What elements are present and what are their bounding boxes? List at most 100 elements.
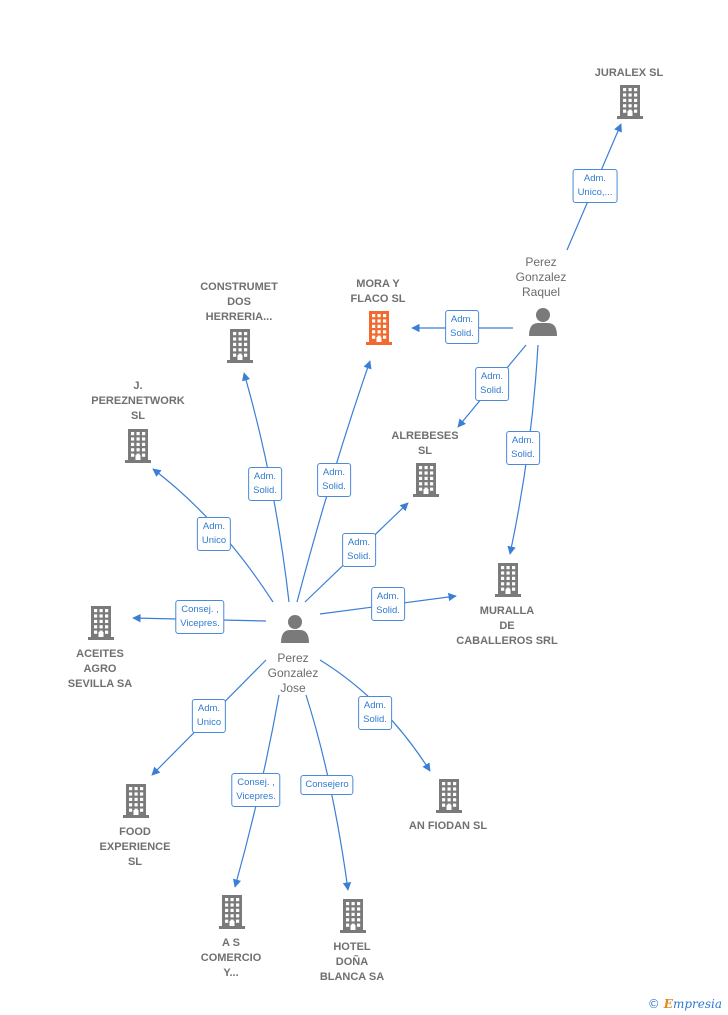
node-label-line: Gonzalez [267,666,319,680]
edge-label-line: Adm. [253,471,277,482]
edge-label-line: Adm. [376,591,400,602]
person-icon[interactable] [281,615,309,643]
node-label-line: COMERCIO [200,952,262,964]
building-icon[interactable] [227,329,253,363]
edge-label-raquel-muralla[interactable]: Adm. Solid. [506,431,540,465]
edge-label-jose-ascomercio[interactable]: Consej. , Vicepres. [231,773,281,807]
building-icon[interactable] [366,311,392,345]
edge-label-line: Solid. [253,485,277,496]
edge-label-line: Adm. [450,314,474,325]
edge-label-line: Unico [201,535,227,546]
edge-label-jose-construmet[interactable]: Adm. Solid. [248,467,282,501]
building-icon[interactable] [340,899,366,933]
edge-label-jose-anfiodan[interactable]: Adm. Solid. [358,696,392,730]
node-label-line: DE [499,620,515,632]
node-label-line: Jose [280,681,306,695]
building-icon[interactable] [88,606,114,640]
edge-label-line: Solid. [347,551,371,562]
edge-label-jose-aceites[interactable]: Consej. , Vicepres. [175,600,225,634]
person-icon[interactable] [529,308,557,336]
edge-label-jose-mora[interactable]: Adm. Solid. [317,463,351,497]
edge-label-line: Solid. [450,328,474,339]
node-label-line: FOOD [119,826,151,838]
edge-label-line: Adm. [322,467,346,478]
icons-layer [88,85,643,933]
edge-label-raquel-alrebeses[interactable]: Adm. Solid. [475,367,509,401]
edge-label-line: Adm. [347,537,371,548]
node-label-juralex[interactable]: JURALEX SL [595,66,663,81]
edge-label-line: Adm. [197,703,221,714]
node-label-line: AGRO [83,663,117,675]
edge-label-line: Adm. [583,173,607,184]
node-label-line: Gonzalez [515,270,567,284]
edge-label-line: Solid. [363,714,387,725]
node-label-ascomercio[interactable]: A S COMERCIO Y... [201,936,262,981]
edge-label-line: Vicepres. [236,791,276,802]
node-label-line: AN FIODAN SL [408,820,488,832]
node-label-line: ACEITES [76,648,124,660]
edge-label-jose-pereznetwork[interactable]: Adm.Unico [196,517,232,551]
node-label-line: DOS [227,296,251,308]
edge-label-raquel-mora[interactable]: Adm. Solid. [445,310,479,344]
building-icon[interactable] [617,85,643,119]
edge-label-jose-alrebeses[interactable]: Adm. Solid. [342,533,376,567]
node-label-line: SL [127,856,143,868]
edge-label-line: Solid. [322,481,346,492]
edge-label-line: Vicepres. [180,618,220,629]
edge-label-jose-hotel[interactable]: Consejero [300,775,354,795]
building-icon[interactable] [123,784,149,818]
node-label-line: HOTEL [333,941,371,953]
node-label-line: PEREZNETWORK [91,395,185,407]
node-label-line: BLANCA SA [319,971,385,983]
building-icon[interactable] [413,463,439,497]
building-icon[interactable] [495,563,521,597]
edge-label-jose-muralla[interactable]: Adm. Solid. [371,587,405,621]
edge-label-line: Adm. [480,371,504,382]
node-label-line: JURALEX SL [594,67,664,79]
edges-layer [132,123,622,891]
edge-label-line: Solid. [511,449,535,460]
edge-label-line: Solid. [376,605,400,616]
building-icon[interactable] [219,895,245,929]
edge-label-line: Unico,... [577,187,613,198]
node-label-hotel[interactable]: HOTEL DOÑA BLANCA SA [320,940,384,985]
brand-name: mpresia [672,997,722,1011]
edge-label-line: Consej. , [181,604,219,615]
node-label-line: Raquel [521,285,561,299]
node-label-line: MORA Y [356,278,400,290]
brand-initial: E [663,997,673,1011]
node-label-line: J. [133,380,143,392]
node-label-line: SL [417,445,433,457]
node-label-line: Perez [525,255,557,269]
node-label-line: FLACO SL [350,293,406,305]
edge-label-line: Adm. [511,435,535,446]
node-label-mora[interactable]: MORA Y FLACO SL [351,277,406,307]
node-label-line: CONSTRUMET [200,281,278,293]
edge-label-line: Adm. [363,700,387,711]
node-label-anfiodan[interactable]: AN FIODAN SL [409,819,487,834]
edge-label-line: Consejero [305,779,349,790]
node-label-line: DOÑA [335,956,369,968]
empresia-watermark: ©Empresia [648,997,722,1011]
node-label-line: A S [222,937,240,949]
node-label-food[interactable]: FOOD EXPERIENCE SL [100,825,171,870]
node-label-line: Y... [223,967,239,979]
edge-label-line: Consej. , [237,777,275,788]
node-label-aceites[interactable]: ACEITES AGRO SEVILLA SA [68,647,132,692]
copyright-icon: © [647,997,660,1011]
building-icon[interactable] [125,429,151,463]
node-label-line: CABALLEROS SRL [456,635,558,647]
edge-label-jose-food[interactable]: Adm. Unico [191,699,227,733]
node-label-line: EXPERIENCE [99,841,171,853]
edge-label-raquel-juralex[interactable]: Adm. Unico,... [572,169,618,203]
edge-label-line: Solid. [480,385,504,396]
building-icon[interactable] [436,779,462,813]
edge-label-line: Unico [196,717,222,728]
node-label-line: SEVILLA SA [67,678,133,690]
